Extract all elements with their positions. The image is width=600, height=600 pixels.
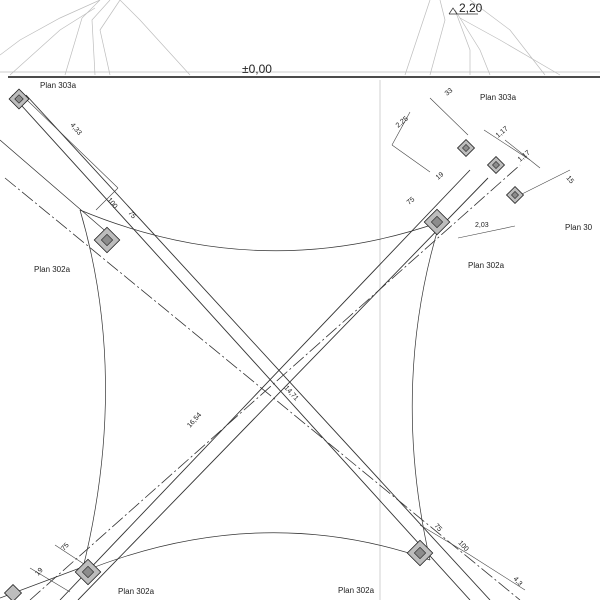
beam-tl-br: [0, 94, 491, 600]
dim-75-top-right: 75: [406, 196, 417, 206]
footing-bottom-right-302a: [406, 539, 434, 567]
plan-label-302a-left: Plan 302a: [34, 265, 71, 274]
plan-label-30-right: Plan 30: [565, 223, 593, 232]
dim-19-bottom-left: 19: [34, 567, 44, 578]
dim-2-25: 2,25: [395, 115, 410, 129]
dim-100-top-left: 100: [105, 197, 118, 211]
dim-15: 15: [564, 175, 574, 186]
plan-label-303a-top-left: Plan 303a: [40, 81, 77, 90]
footing-bottom-left-302a: [74, 558, 102, 586]
diagonal-centre-line-a: [4, 177, 521, 600]
dim-14-71: 14,71: [283, 385, 300, 403]
dim-1-17-a: 1,17: [495, 125, 510, 139]
dim-4-33: 4,33: [68, 122, 82, 137]
plan-label-302a-bottom-right: Plan 302a: [338, 586, 375, 595]
footing-right-302a: [423, 208, 451, 236]
centre-lines: [4, 164, 521, 600]
dim-33: 33: [444, 87, 455, 97]
dim-19-top-right: 19: [435, 171, 446, 181]
dimension-lines: [26, 97, 571, 593]
dim-75-bottom-right: 75: [433, 523, 443, 534]
membrane-edge-right: [411, 221, 441, 561]
membrane-edge-left: [79, 209, 106, 573]
footing-top-right-303a-b: [486, 155, 506, 175]
footing-top-right-303a-a: [456, 138, 476, 158]
dim-4-3: 4,3: [512, 576, 524, 588]
footing-bottom-edge-left: [3, 583, 23, 600]
membrane-edge-top: [79, 209, 441, 252]
footing-top-left-303a: [8, 88, 30, 110]
top-height-label: 2,20: [459, 1, 483, 15]
height-marker: [448, 7, 478, 15]
ground-level-label: ±0,00: [242, 62, 272, 76]
membrane-edge-bottom: [81, 532, 431, 573]
plan-label-302a-right: Plan 302a: [468, 261, 505, 270]
footing-left-302a: [93, 226, 121, 254]
footing-right-30: [505, 185, 525, 205]
dim-75-top-left: 75: [126, 210, 136, 221]
dim-16-54: 16,54: [186, 412, 203, 430]
elevation-view: [0, 0, 600, 76]
dim-2-03: 2,03: [475, 222, 489, 229]
beam-bl-tr: [0, 169, 489, 600]
dim-75-bottom-left: 75: [60, 542, 70, 553]
plan-label-303a-top-right: Plan 303a: [480, 93, 517, 102]
dim-100-bottom-right: 100: [457, 540, 470, 553]
plan-label-302a-bottom-left: Plan 302a: [118, 587, 155, 596]
membrane-outline: [79, 209, 441, 573]
diagonal-centre-line-b: [29, 164, 521, 600]
